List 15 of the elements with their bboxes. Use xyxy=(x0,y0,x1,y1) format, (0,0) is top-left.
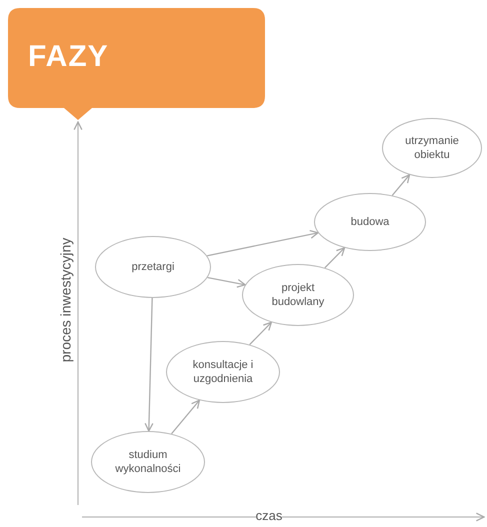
arrow xyxy=(392,174,410,196)
arrow xyxy=(171,400,200,434)
arrow xyxy=(207,276,246,288)
phase-label: konsultacje i uzgodnienia xyxy=(192,358,254,386)
arrow xyxy=(249,322,272,346)
phase-label: studium wykonalności xyxy=(114,448,182,476)
arrow xyxy=(144,298,154,432)
arrow xyxy=(206,230,319,256)
arrow xyxy=(324,247,346,268)
axis-label: proces inwestycyjny xyxy=(57,238,73,362)
phase-label: budowa xyxy=(350,214,390,230)
title: FAZY xyxy=(28,40,109,74)
phase-label: utrzymanie obiektu xyxy=(404,134,460,162)
phase-label: projekt budowlany xyxy=(270,280,326,310)
phase-label: przetargi xyxy=(132,260,174,274)
